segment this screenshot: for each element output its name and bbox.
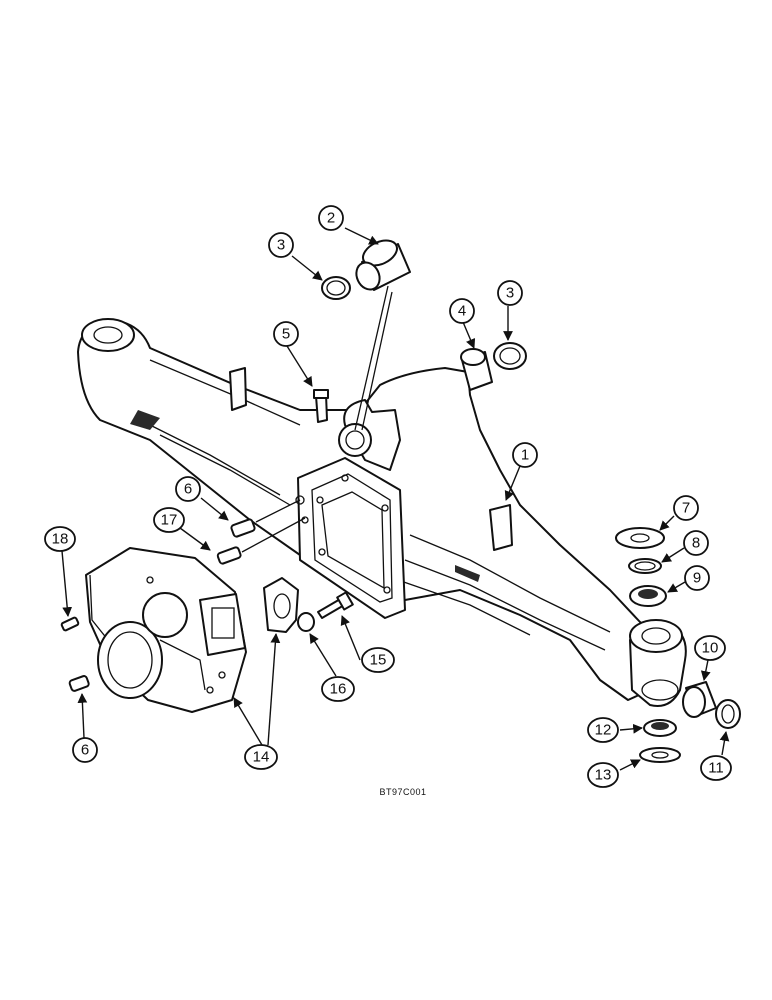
svg-text:15: 15 — [370, 652, 387, 669]
part-18-bolt — [60, 616, 80, 632]
svg-text:13: 13 — [595, 767, 612, 784]
svg-text:3: 3 — [277, 237, 285, 254]
svg-text:5: 5 — [282, 326, 290, 343]
figure-id-caption: BT97C001 — [379, 787, 426, 797]
part-6-plug — [230, 518, 256, 538]
assembly-line-plug — [241, 499, 306, 553]
svg-text:16: 16 — [330, 681, 347, 698]
part-16-nut — [297, 612, 315, 632]
callout-11: 11 — [700, 755, 732, 781]
svg-text:6: 6 — [184, 481, 192, 498]
callout-3: 3 — [268, 232, 294, 258]
callout-9: 9 — [684, 565, 710, 591]
callout-15: 15 — [361, 647, 395, 673]
assembly-line-pivot — [354, 285, 393, 431]
part-6-plug-lower — [68, 675, 90, 692]
part-4-bushing — [460, 348, 493, 391]
part-14-final-drive — [85, 547, 247, 713]
part-15-bolt — [317, 591, 354, 619]
svg-text:11: 11 — [708, 760, 724, 777]
callout-13: 13 — [587, 762, 619, 788]
svg-text:17: 17 — [161, 512, 178, 529]
leader-lines — [61, 227, 730, 771]
callout-7: 7 — [673, 495, 699, 521]
callout-5: 5 — [273, 321, 299, 347]
callout-18: 18 — [44, 526, 76, 552]
svg-text:2: 2 — [327, 210, 335, 227]
part-5-grease-fitting — [313, 389, 329, 423]
svg-text:3: 3 — [506, 285, 514, 302]
svg-text:10: 10 — [702, 640, 719, 657]
part-13-washer — [639, 747, 681, 763]
part-11-seal — [715, 699, 741, 729]
axle-housing — [77, 318, 687, 707]
svg-text:6: 6 — [81, 742, 89, 759]
svg-text:1: 1 — [521, 447, 529, 464]
svg-text:7: 7 — [682, 500, 690, 517]
part-17-pin — [216, 546, 242, 565]
part-3-seal — [321, 276, 351, 300]
callout-10: 10 — [694, 635, 726, 661]
part-2-bushing — [355, 239, 411, 291]
callout-4: 4 — [449, 298, 475, 324]
svg-text:4: 4 — [458, 303, 466, 320]
svg-text:12: 12 — [595, 722, 612, 739]
part-10-bushing — [682, 681, 717, 718]
callout-6-upper: 6 — [175, 476, 201, 502]
callout-12: 12 — [587, 717, 619, 743]
callout-16: 16 — [321, 676, 355, 702]
callout-8: 8 — [683, 530, 709, 556]
callout-3-right: 3 — [497, 280, 523, 306]
part-12-bearing — [643, 719, 677, 737]
part-9-bearing — [629, 585, 667, 607]
callout-17: 17 — [153, 507, 185, 533]
svg-text:14: 14 — [253, 749, 270, 766]
callout-6-lower: 6 — [72, 737, 98, 763]
part-14-cap — [263, 577, 299, 633]
callout-2: 2 — [318, 205, 344, 231]
part-3-seal-right — [493, 342, 527, 370]
svg-text:18: 18 — [52, 531, 69, 548]
callout-14: 14 — [244, 744, 278, 770]
part-7-washer — [615, 527, 665, 549]
svg-text:8: 8 — [692, 535, 700, 552]
part-8-snap-ring — [628, 558, 662, 574]
svg-text:9: 9 — [693, 570, 701, 587]
callout-1: 1 — [512, 442, 538, 468]
